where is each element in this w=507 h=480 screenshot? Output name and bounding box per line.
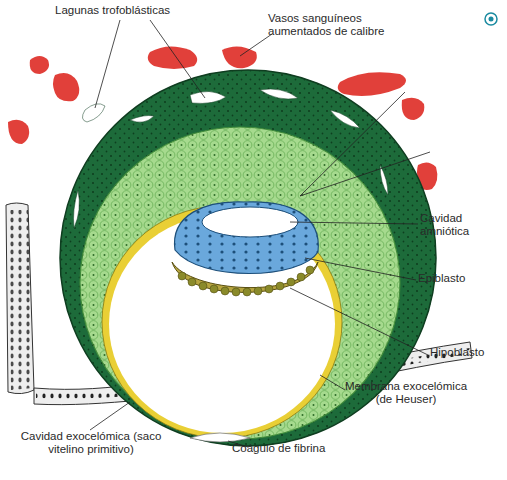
part-label: Hipoblasto [430, 346, 506, 359]
part-label: Coágulo de fibrina [232, 442, 362, 455]
epiblast-cells [175, 202, 319, 274]
cytotrophoblast-cells [80, 127, 400, 439]
part-label: Cavidad exocelómica (saco vitelino primi… [6, 430, 176, 456]
part-label: Vasos sanguíneos aumentados de calibre [268, 12, 408, 38]
part-label: Epiblasto [418, 272, 502, 285]
fibrin-clot [190, 433, 250, 442]
part-label: Lagunas trofoblásticas [55, 4, 255, 17]
cytotrophoblast [80, 127, 400, 439]
part-label: Membrana exocelómica (de Heuser) [336, 380, 476, 406]
part-label: Cavidad amniótica [420, 212, 504, 238]
corner-icon [485, 13, 497, 25]
amniotic-cavity [202, 207, 298, 237]
epiblast [175, 202, 319, 274]
